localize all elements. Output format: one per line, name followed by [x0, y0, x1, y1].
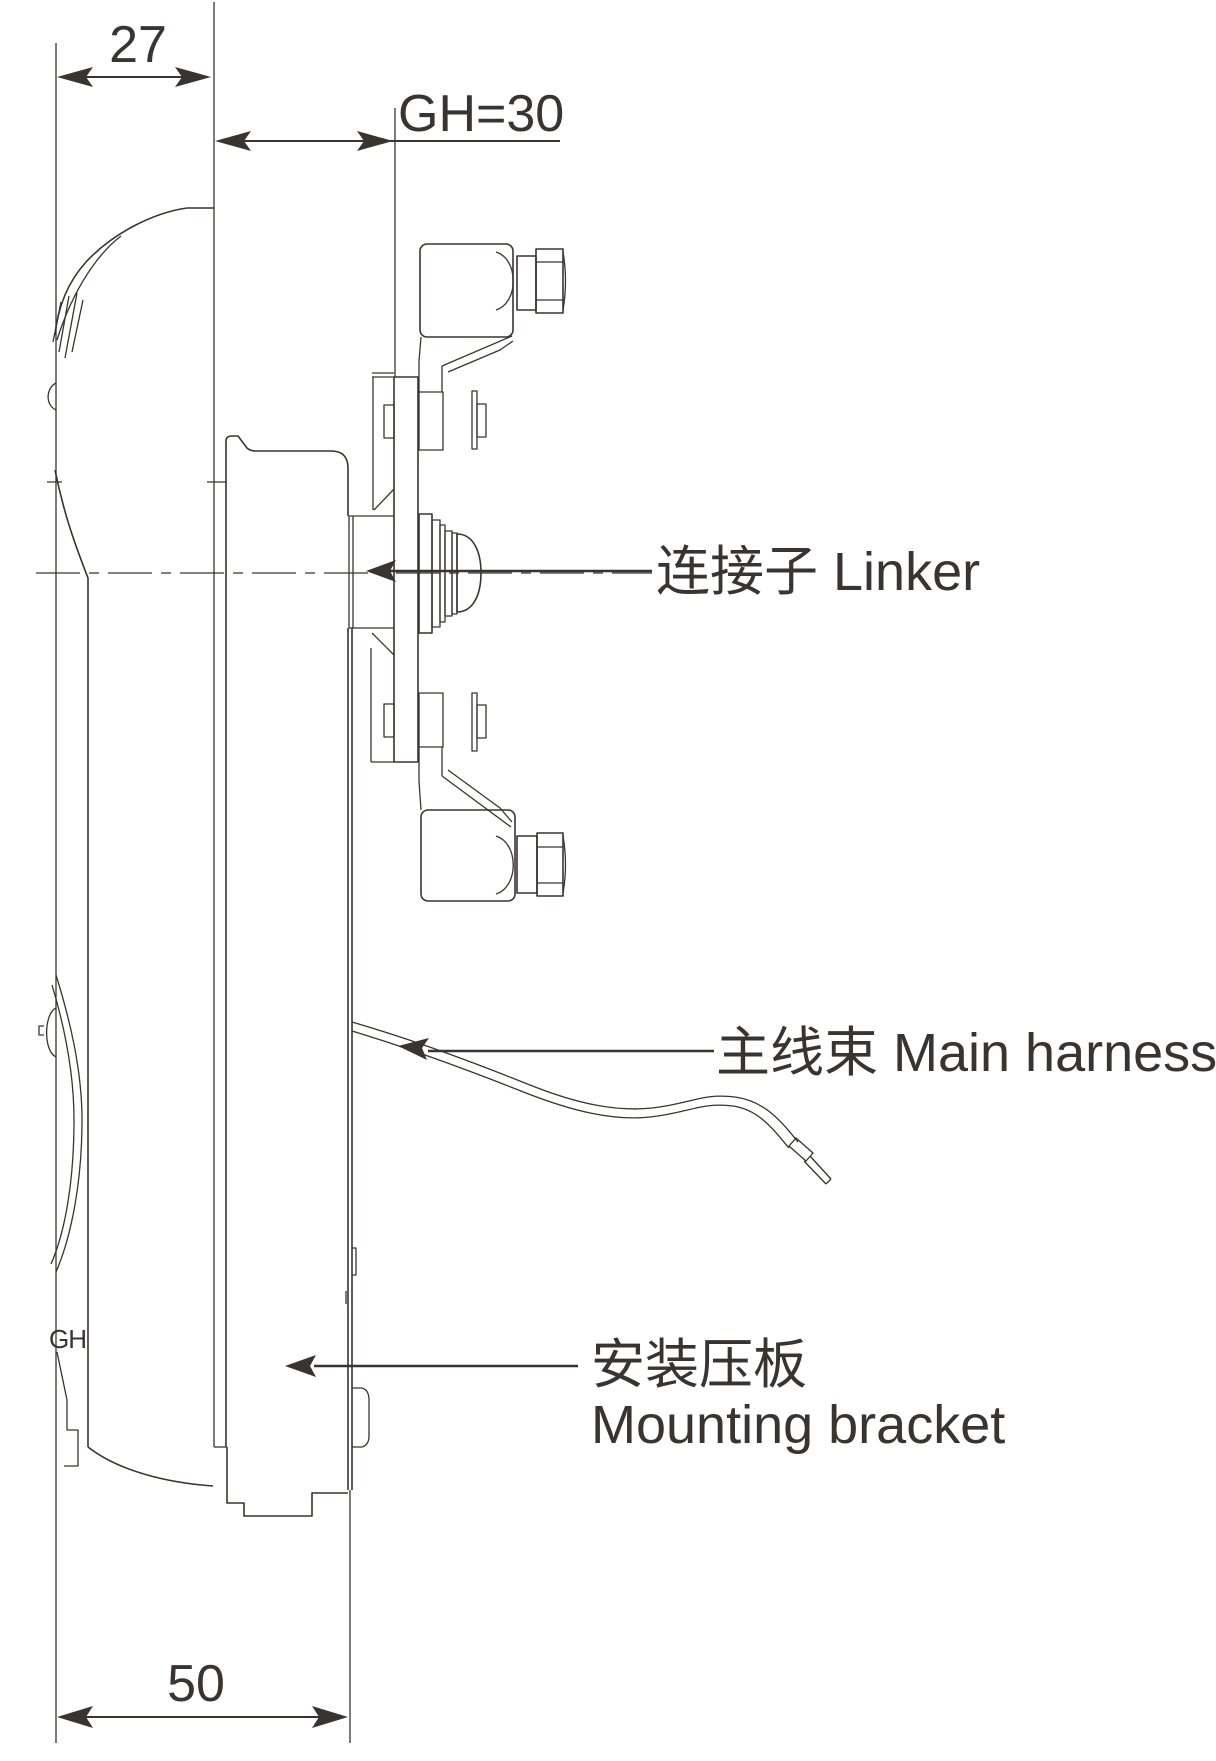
device-head-inner-curve — [56, 235, 122, 341]
device-head-hatch-lines — [52, 292, 84, 359]
strap-notch — [38, 1025, 44, 1036]
dimension-gh30-value: GH=30 — [398, 85, 564, 143]
device-side-bump — [47, 382, 57, 411]
arrowhead-left-icon — [215, 131, 251, 151]
dimension-gh30: GH=30 — [215, 85, 564, 377]
device-head-outer-curve — [54, 207, 188, 336]
fixing-plate — [393, 376, 419, 763]
device-bottom-curve — [87, 1446, 214, 1487]
strap-roller-bump — [46, 1007, 57, 1058]
bolt-shoulder-arc — [495, 251, 514, 311]
bolt-shoulder-arc-bottom — [495, 835, 514, 895]
hex-chamfer-lines-bottom — [537, 835, 567, 894]
clamp-foot-bottom — [418, 692, 444, 748]
harness-ferrule — [788, 1137, 814, 1162]
bracket-right-edge — [347, 628, 353, 1490]
dimension-50-value: 50 — [167, 1655, 225, 1713]
harness-wire-lower — [351, 1030, 790, 1149]
mounting-bracket-label-en: Mounting bracket — [591, 1395, 1005, 1455]
linker-dome-tip — [456, 533, 482, 613]
clamp-body-bottom — [420, 809, 516, 902]
linker-step-3 — [439, 524, 446, 623]
clamp-foot-top — [418, 391, 444, 451]
strap-outer-curve — [55, 974, 83, 1273]
strap-inner-curve — [50, 984, 75, 1265]
top-clamp-assembly — [383, 243, 567, 451]
nut-bottom — [476, 704, 487, 739]
linker-arrowhead-icon — [366, 560, 396, 582]
linker-connector — [418, 513, 482, 634]
harness-pin-end — [803, 1155, 832, 1185]
dimension-27-value: 27 — [109, 16, 167, 74]
bolt-shank-top — [471, 390, 478, 450]
mounting-bracket — [225, 372, 395, 1517]
mounting-bracket-callout: 安装压板 Mounting bracket — [285, 1335, 1005, 1455]
hex-bolt-head-top — [535, 248, 564, 314]
arrowhead-right-icon — [357, 131, 393, 151]
device-bottom-left-hook — [56, 1351, 79, 1467]
linker-label: 连接子 Linker — [656, 542, 980, 602]
washer-bottom — [516, 835, 538, 894]
bracket-flange-lower-shoulder — [370, 632, 395, 763]
bracket-tab-lower — [352, 1387, 370, 1448]
arrowhead-left-icon — [57, 1706, 93, 1728]
through-washer-top — [383, 404, 395, 439]
device-body: GH — [38, 207, 227, 1487]
device-body-inner-edge — [54, 469, 89, 1447]
clamp-neck-bottom — [418, 747, 443, 811]
harness-wire-upper — [351, 1021, 799, 1143]
nut-top — [476, 403, 487, 438]
bracket-upper-arm — [372, 372, 394, 378]
dimension-50: 50 — [57, 1490, 351, 1743]
grip-mark-label: GH — [49, 1324, 86, 1354]
dimension-27: 27 — [55, 2, 215, 1743]
through-washer-bottom — [383, 703, 395, 738]
fixing-plate-outline — [393, 376, 419, 763]
washer-top — [516, 255, 537, 311]
bracket-flange-upper-shoulder — [372, 377, 395, 511]
bracket-tab-small — [352, 1247, 357, 1276]
main-harness-label: 主线束 Main harness — [716, 1023, 1216, 1083]
mounting-bracket-label-cn: 安装压板 — [591, 1335, 807, 1395]
hex-chamfer-lines — [536, 251, 567, 311]
arrowhead-left-icon — [57, 67, 93, 87]
clamp-neck-top — [418, 336, 443, 392]
bottom-clamp-assembly — [383, 692, 567, 902]
clamp-beak-bottom — [441, 769, 513, 828]
main-harness-callout: 主线束 Main harness — [398, 1023, 1216, 1083]
hex-bolt-head-bottom — [536, 832, 564, 897]
arrowhead-right-icon — [175, 67, 211, 87]
arrowhead-right-icon — [312, 1706, 348, 1728]
bracket-foot — [226, 1447, 348, 1517]
bracket-flange — [348, 515, 394, 629]
clamp-body-top — [419, 243, 514, 338]
main-harness-wire — [351, 1021, 832, 1185]
linker-callout: 连接子 Linker — [366, 542, 980, 602]
bracket-outline-top — [225, 435, 349, 1447]
clamp-beak-top — [441, 335, 514, 373]
bracket-arrowhead-icon — [285, 1355, 316, 1377]
harness-arrowhead-icon — [398, 1038, 429, 1060]
bolt-shank-bottom — [471, 692, 478, 752]
